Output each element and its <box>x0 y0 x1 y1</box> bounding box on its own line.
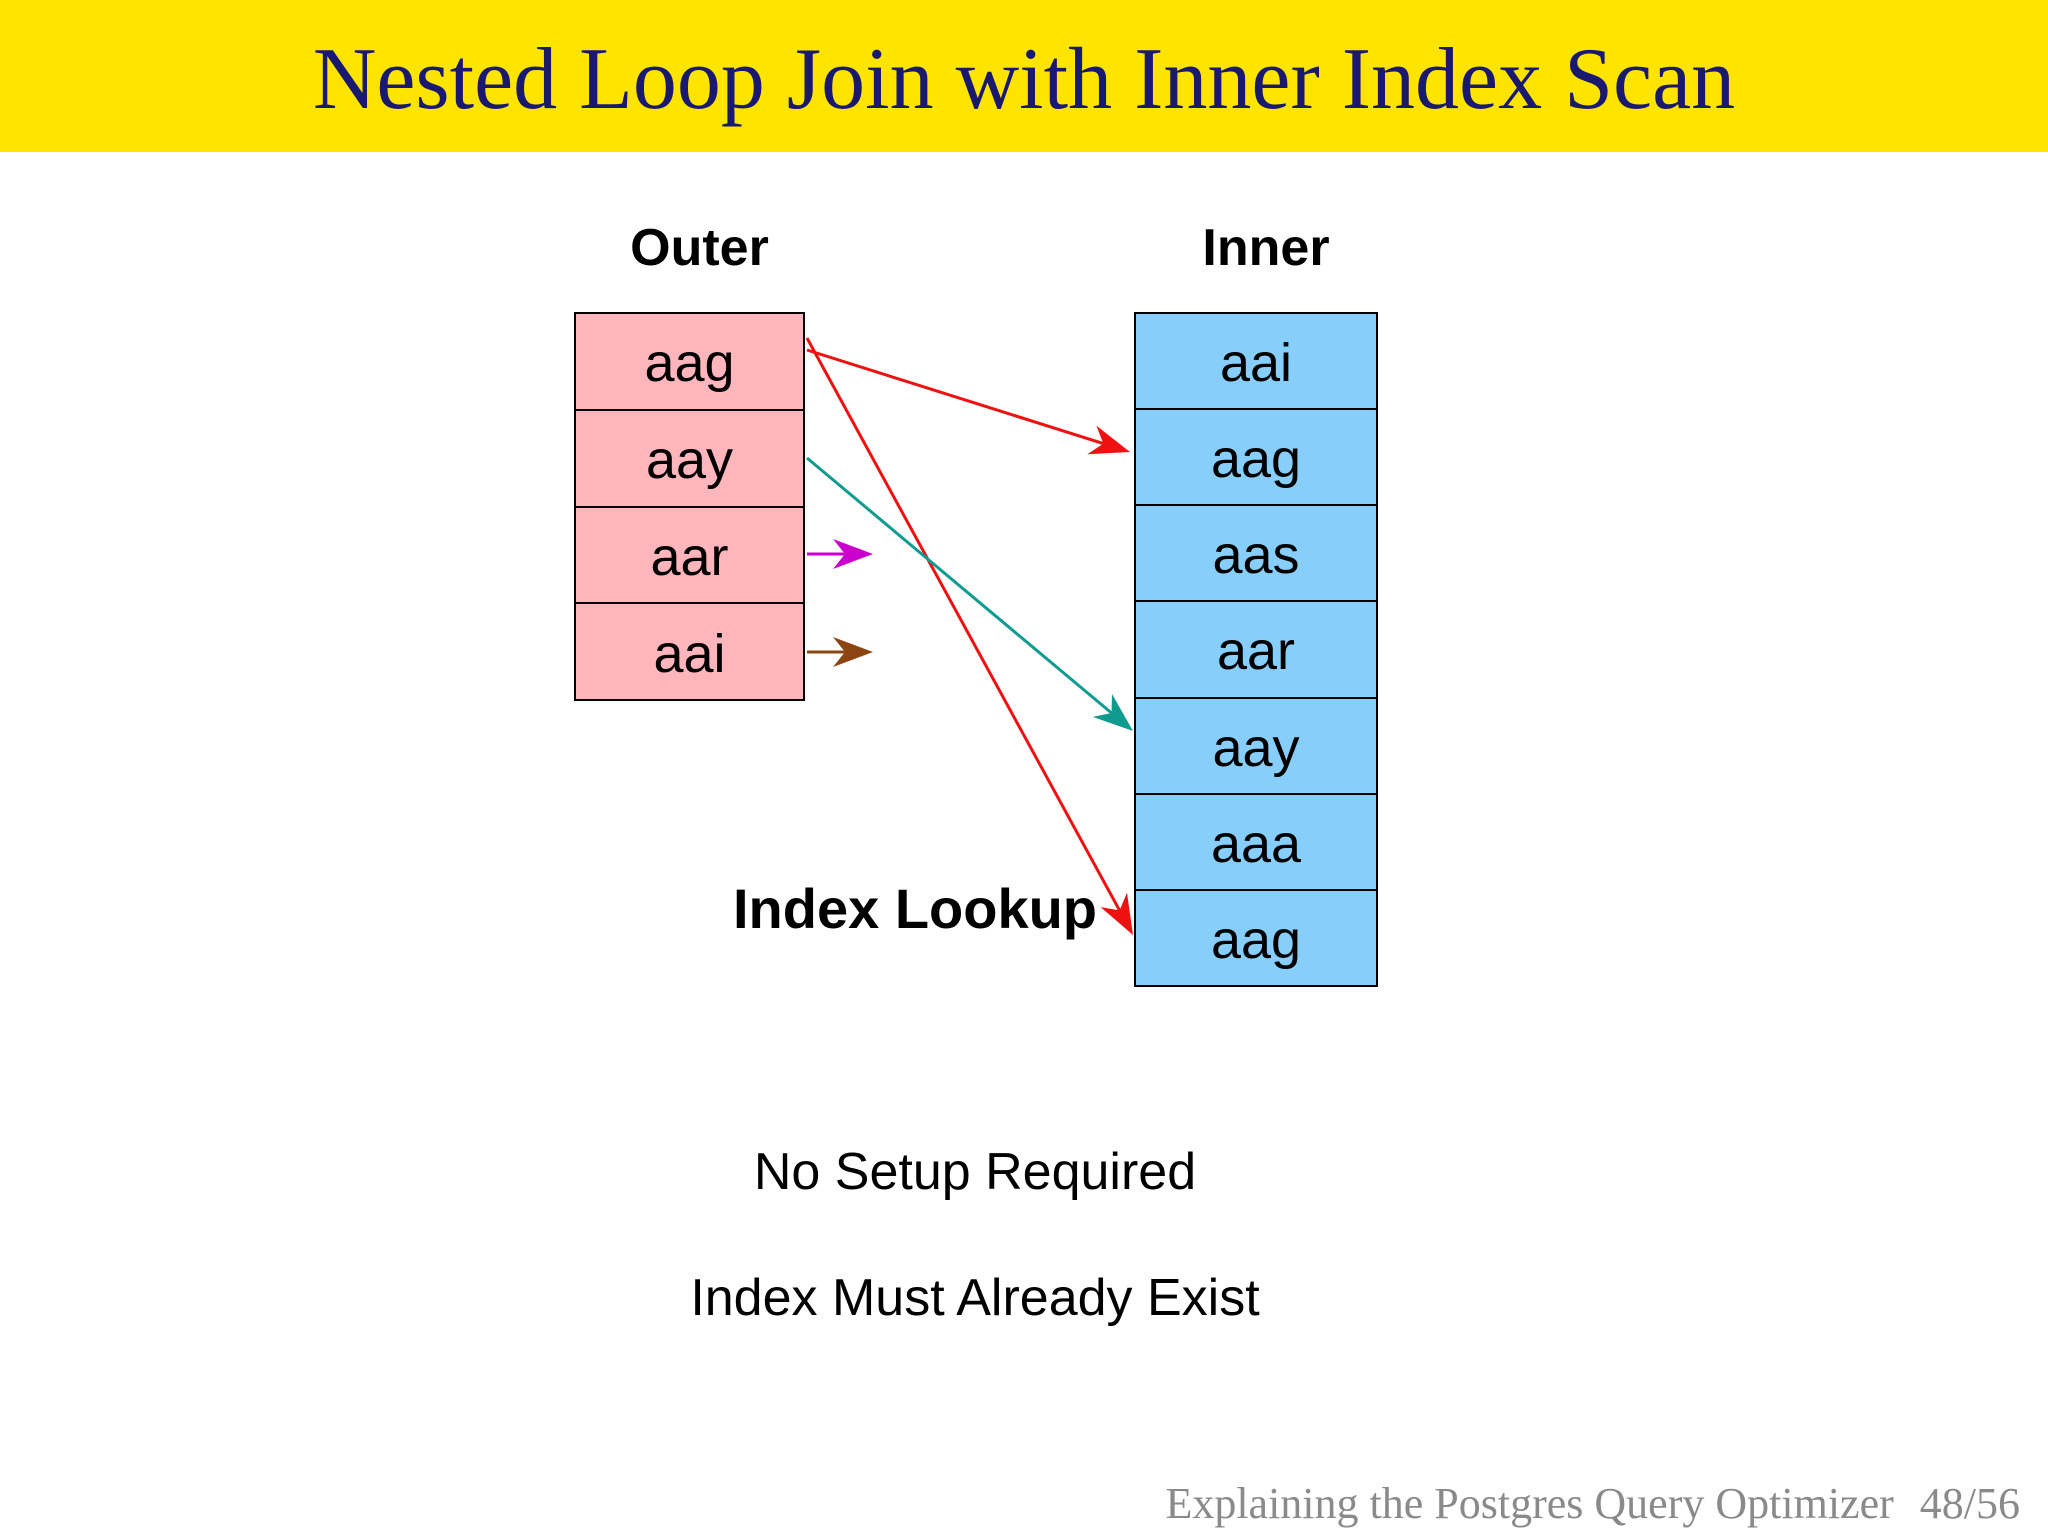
note-index-must-exist: Index Must Already Exist <box>690 1269 1260 1327</box>
inner-table-row: aar <box>1136 602 1376 699</box>
inner-table-row: aas <box>1136 506 1376 603</box>
inner-table-row: aaa <box>1136 794 1376 891</box>
outer-table: aag aay aar aai <box>574 312 805 701</box>
outer-column-heading: Outer <box>630 219 769 277</box>
arrow-outer-aay-to-inner-aay-arrowhead-icon <box>1092 693 1133 731</box>
arrow-outer-aag-to-inner-aag-row2-arrowhead-icon <box>1087 425 1130 455</box>
inner-table: aai aag aas aar aay aaa aag <box>1134 312 1378 987</box>
arrow-outer-aar-index-lookup-arrowhead-icon <box>833 539 873 569</box>
inner-table-row: aag <box>1136 890 1376 985</box>
index-lookup-label: Index Lookup <box>733 877 1097 940</box>
footer: Explaining the Postgres Query Optimizer 4… <box>1165 1478 2020 1529</box>
arrow-outer-aay-to-inner-aay-line <box>806 456 1113 715</box>
note-no-setup-required: No Setup Required <box>753 1143 1197 1201</box>
arrow-outer-aag-to-inner-aag-row2-line <box>806 348 1104 445</box>
arrow-outer-aai-index-lookup-arrowhead-icon <box>833 637 873 667</box>
arrow-outer-aag-to-inner-aag-row7-arrowhead-icon <box>1100 892 1133 935</box>
footer-title: Explaining the Postgres Query Optimizer <box>1165 1479 1894 1528</box>
outer-table-row: aay <box>576 410 803 508</box>
inner-column-heading: Inner <box>1202 219 1330 277</box>
page-number: 48/56 <box>1919 1479 2020 1528</box>
outer-table-row: aai <box>576 604 803 699</box>
outer-table-row: aar <box>576 507 803 605</box>
inner-table-row: aai <box>1136 314 1376 411</box>
title-bar: Nested Loop Join with Inner Index Scan <box>0 0 2048 152</box>
inner-table-row: aag <box>1136 410 1376 507</box>
outer-table-row: aag <box>576 314 803 411</box>
inner-table-row: aay <box>1136 698 1376 795</box>
arrow-outer-aag-to-inner-aag-row7-line <box>805 337 1121 912</box>
slide-title: Nested Loop Join with Inner Index Scan <box>312 30 1736 128</box>
